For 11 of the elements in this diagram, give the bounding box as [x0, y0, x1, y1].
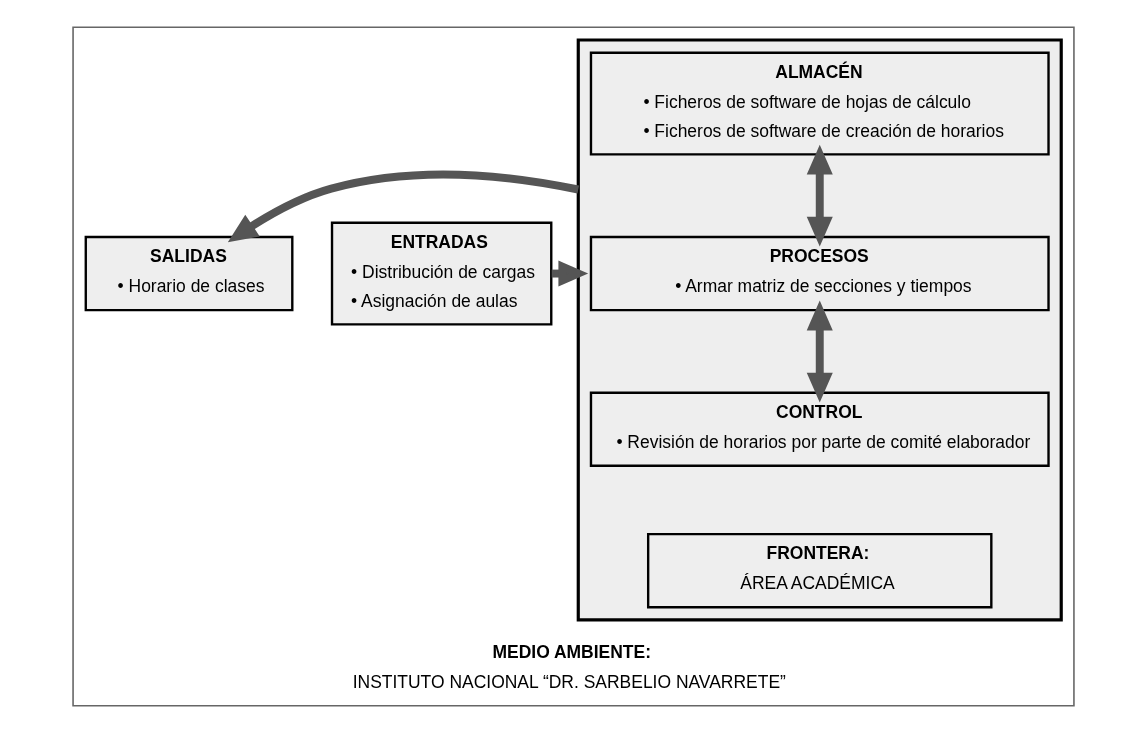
node-box: CONTROL • Revisión de horarios por parte de comité elaborador: [589, 391, 1050, 467]
node-box: ALMACÉN • Ficheros de software de hojas de cálculo • Ficheros de software de creación de horarios: [589, 51, 1050, 156]
arrow: [551, 260, 589, 287]
node-box: PROCESOS • Armar matriz de secciones y tiempos: [589, 235, 1050, 312]
node-box: ENTRADAS • Distribución de cargas • Asignación de aulas: [330, 221, 553, 326]
node-box: SALIDAS • Horario de clases: [84, 235, 294, 312]
node-box: FRONTERA: ÁREA ACADÉMICA: [646, 532, 993, 609]
arrow: [227, 170, 580, 243]
cluster: [576, 38, 1063, 622]
arrow: [806, 144, 833, 247]
arrow: [806, 300, 833, 403]
